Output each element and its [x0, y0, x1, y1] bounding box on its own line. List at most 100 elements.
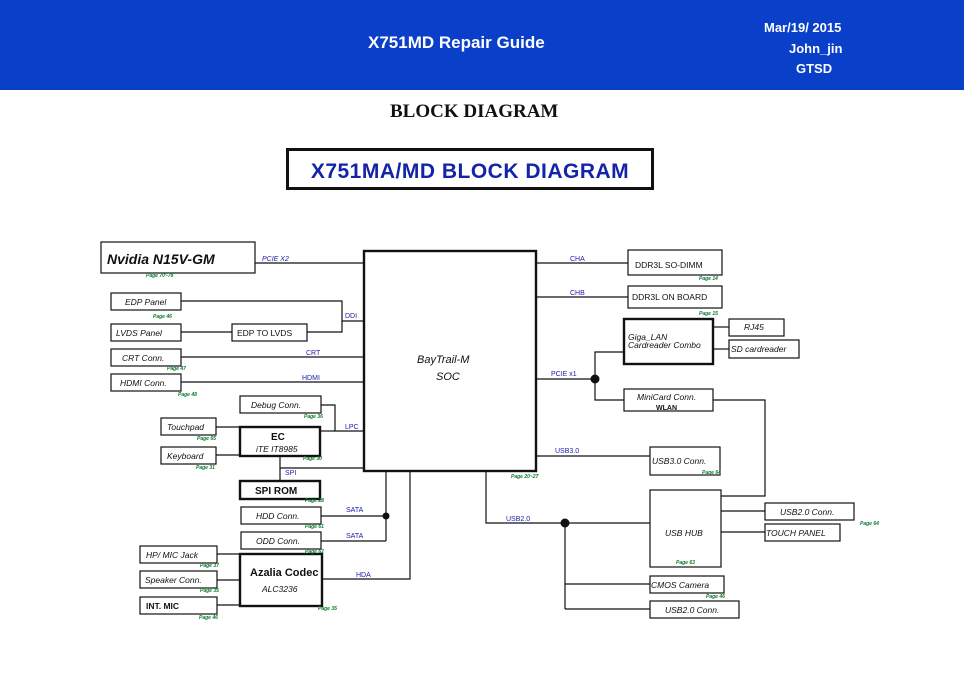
ddr-onboard-box [627, 285, 723, 309]
edp-panel-label: EDP Panel [125, 297, 167, 307]
touchpad-box [160, 417, 217, 436]
hdmi-conn-box [110, 373, 182, 392]
page-ref-cmos: Page 46 [706, 594, 725, 600]
touch-panel-label: TOUCH PANEL [766, 528, 826, 538]
rj45-label: RJ45 [744, 322, 764, 332]
usb20-conn-a-box [764, 502, 855, 521]
hdd-conn-box [240, 506, 322, 525]
page-ref-keyboard: Page 31 [196, 465, 215, 471]
debug-conn-box [239, 395, 322, 414]
speaker-conn-box [139, 570, 218, 589]
diagram-title: X751MA/MD BLOCK DIAGRAM [310, 160, 630, 183]
document-date: Mar/19/ 2015 [764, 20, 842, 35]
lan-label-line2: Cardreader Combo [628, 340, 701, 350]
odd-conn-box [240, 531, 322, 550]
codec-label-line1: Azalia Codec [250, 567, 318, 579]
gpu-box [100, 241, 256, 274]
hp-mic-label: HP/ MIC Jack [146, 550, 199, 560]
page-ref-hp-mic: Page 37 [200, 563, 219, 569]
minicard-box [623, 388, 714, 412]
wires [181, 262, 766, 610]
document-title: X751MD Repair Guide [368, 33, 545, 52]
page-ref-debug: Page 36 [304, 414, 323, 420]
usb30-conn-label: USB3.0 Conn. [652, 456, 706, 466]
edp-to-lvds-box [231, 323, 308, 342]
codec-box [238, 552, 324, 608]
ec-box [238, 425, 322, 458]
crt-conn-box [110, 348, 182, 367]
keyboard-label: Keyboard [167, 451, 204, 461]
diagram-title-box: X751MA/MD BLOCK DIAGRAM [286, 148, 654, 190]
document-department: GTSD [796, 61, 833, 76]
lvds-panel-box [110, 323, 182, 342]
bus-spi: SPI [285, 470, 296, 477]
page-ref-usb20-a: Page 64 [860, 521, 879, 527]
hdd-conn-label: HDD Conn. [256, 511, 299, 521]
page-heading: BLOCK DIAGRAM [390, 101, 559, 122]
gpu-label: Nvidia N15V-GM [107, 251, 215, 267]
debug-conn-label: Debug Conn. [251, 400, 301, 410]
bus-usb20: USB2.0 [506, 516, 530, 523]
page-ref-hdd: Page 61 [305, 524, 324, 530]
edp-panel-box [110, 292, 182, 311]
odd-conn-label: ODD Conn. [256, 536, 300, 546]
cmos-camera-label: CMOS Camera [651, 580, 709, 590]
page-ref-speaker: Page 35 [200, 588, 219, 594]
usb20-conn-b-label: USB2.0 Conn. [665, 605, 719, 615]
page-ref-usbhub: Page 63 [676, 560, 695, 566]
page-ref-ec: Page 30 [303, 456, 322, 462]
page-ref-touchpad: Page 65 [197, 436, 216, 442]
page-ref-soc: Page 20~27 [511, 474, 539, 480]
page-ref-ddr-onboard: Page 15 [699, 311, 718, 317]
usb-hub-box [649, 489, 722, 568]
page-ref-crt: Page 47 [167, 366, 186, 372]
ddr-onboard-label: DDR3L ON BOARD [632, 292, 707, 302]
page-ref-ddr-sodimm: Page 14 [699, 276, 718, 282]
page-ref-gpu: Page 70~78 [146, 273, 174, 279]
soc-label-line2: SOC [436, 371, 460, 383]
rj45-box [728, 318, 785, 337]
bus-crt: CRT [306, 350, 321, 357]
bus-hda: HDA [356, 572, 371, 579]
ddr-sodimm-label: DDR3L SO-DIMM [635, 260, 703, 270]
bus-hdmi: HDMI [302, 375, 320, 382]
bus-pcie-x1: PCIE x1 [551, 371, 577, 378]
usb20-conn-b-box [649, 600, 740, 619]
bus-cha: CHA [570, 256, 585, 263]
int-mic-label: INT. MIC [146, 601, 179, 611]
touch-panel-box [764, 523, 841, 542]
header-bar: X751MD Repair Guide Mar/19/ 2015 John_ji… [0, 0, 964, 90]
ddr-sodimm-box [627, 249, 723, 276]
minicard-label-line2: WLAN [656, 405, 677, 412]
crt-conn-label: CRT Conn. [122, 353, 164, 363]
document-author: John_jin [789, 41, 843, 56]
sd-cardreader-label: SD cardreader [731, 344, 787, 354]
usb-hub-label: USB HUB [665, 528, 703, 538]
hdmi-conn-label: HDMI Conn. [120, 378, 167, 388]
cmos-camera-box [649, 575, 725, 594]
page-ref-int-mic: Page 46 [199, 615, 218, 621]
bus-sata-odd: SATA [346, 533, 364, 540]
lan-label-line1: Giga_LAN [628, 332, 668, 342]
page-ref-codec: Page 35 [318, 606, 337, 612]
spi-rom-label: SPI ROM [255, 486, 297, 497]
bus-lpc: LPC [345, 424, 359, 431]
bus-usb30: USB3.0 [555, 448, 579, 455]
speaker-conn-label: Speaker Conn. [145, 575, 202, 585]
lvds-panel-label: LVDS Panel [116, 328, 163, 338]
int-mic-box [139, 596, 218, 615]
hp-mic-box [139, 545, 218, 564]
page-ref-odd: Page 62 [305, 549, 324, 555]
page-ref-edp: Page 46 [153, 314, 172, 320]
page-ref-spi: Page 28 [305, 498, 324, 504]
codec-label-line2: ALC3236 [261, 584, 298, 594]
bus-pcie-x2: PCIE X2 [262, 256, 289, 263]
spi-rom-box [238, 479, 322, 501]
keyboard-box [160, 446, 217, 465]
minicard-label-line1: MiniCard Conn. [637, 392, 696, 402]
usb20-conn-a-label: USB2.0 Conn. [780, 507, 834, 517]
bus-sata-hdd: SATA [346, 507, 364, 514]
soc-label-line1: BayTrail-M [417, 354, 470, 366]
ec-label-line1: EC [271, 432, 285, 443]
